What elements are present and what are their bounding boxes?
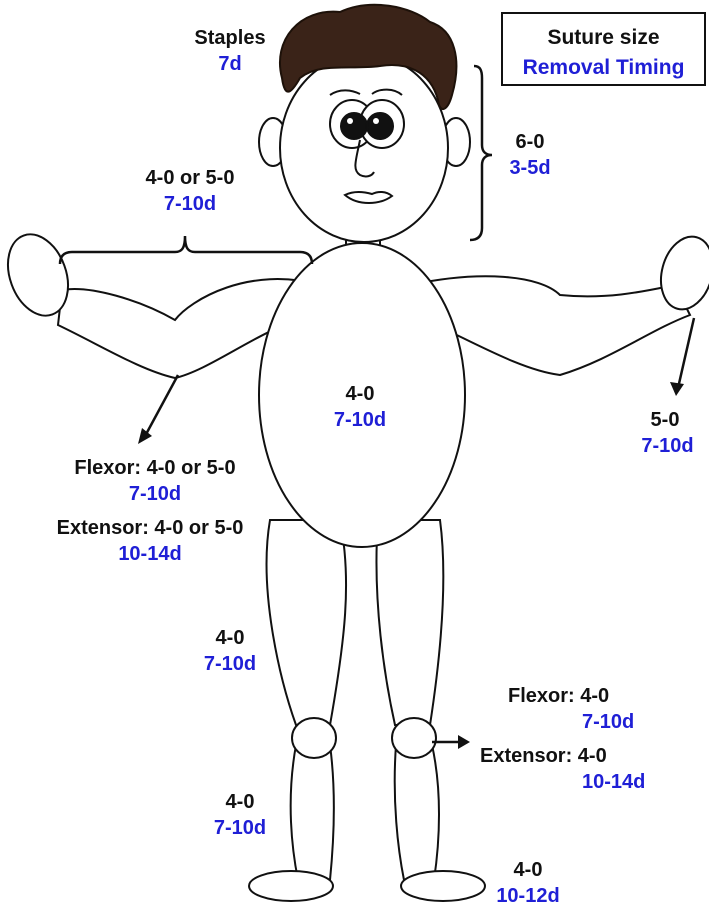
scalp-timing: 7d <box>180 52 280 76</box>
foot-timing: 10-12d <box>478 884 578 908</box>
elbow-extensor-timing: 10-14d <box>10 542 290 566</box>
right-thigh <box>376 520 443 725</box>
arm-timing: 7-10d <box>110 192 270 216</box>
right-foot <box>401 871 485 901</box>
thigh-timing: 7-10d <box>190 652 270 676</box>
hand-size: 5-0 <box>630 408 700 432</box>
head <box>280 54 448 242</box>
face-timing: 3-5d <box>490 156 570 180</box>
foot-size: 4-0 <box>488 858 568 882</box>
arm-bracket <box>60 236 312 264</box>
hand-arrow <box>678 318 694 388</box>
trunk-timing: 7-10d <box>310 408 410 432</box>
knee-extensor-timing: 10-14d <box>582 770 645 794</box>
elbow-arrow <box>144 375 178 438</box>
elbow-flexor-size: Flexor: 4-0 or 5-0 <box>30 456 280 480</box>
face-bracket <box>470 66 492 240</box>
left-shin <box>291 745 334 880</box>
hand-timing: 7-10d <box>630 434 705 458</box>
right-knee <box>392 718 436 758</box>
legend-box: Suture size Removal Timing <box>501 12 706 86</box>
left-foot <box>249 871 333 901</box>
lower-leg-timing: 7-10d <box>200 816 280 840</box>
scalp-size: Staples <box>180 26 280 50</box>
lower-leg-size: 4-0 <box>205 790 275 814</box>
legend-suture-size: Suture size <box>503 26 704 50</box>
knee-flexor-timing: 7-10d <box>582 710 634 734</box>
face-size: 6-0 <box>490 130 570 154</box>
arm-size: 4-0 or 5-0 <box>110 166 270 190</box>
trunk-size: 4-0 <box>310 382 410 406</box>
knee-flexor-size: Flexor: 4-0 <box>508 684 609 708</box>
legend-removal-timing: Removal Timing <box>503 56 704 80</box>
thigh-size: 4-0 <box>195 626 265 650</box>
left-knee <box>292 718 336 758</box>
right-shin <box>395 745 439 880</box>
knee-extensor-size: Extensor: 4-0 <box>480 744 607 768</box>
elbow-extensor-size: Extensor: 4-0 or 5-0 <box>10 516 290 540</box>
elbow-flexor-timing: 7-10d <box>30 482 280 506</box>
